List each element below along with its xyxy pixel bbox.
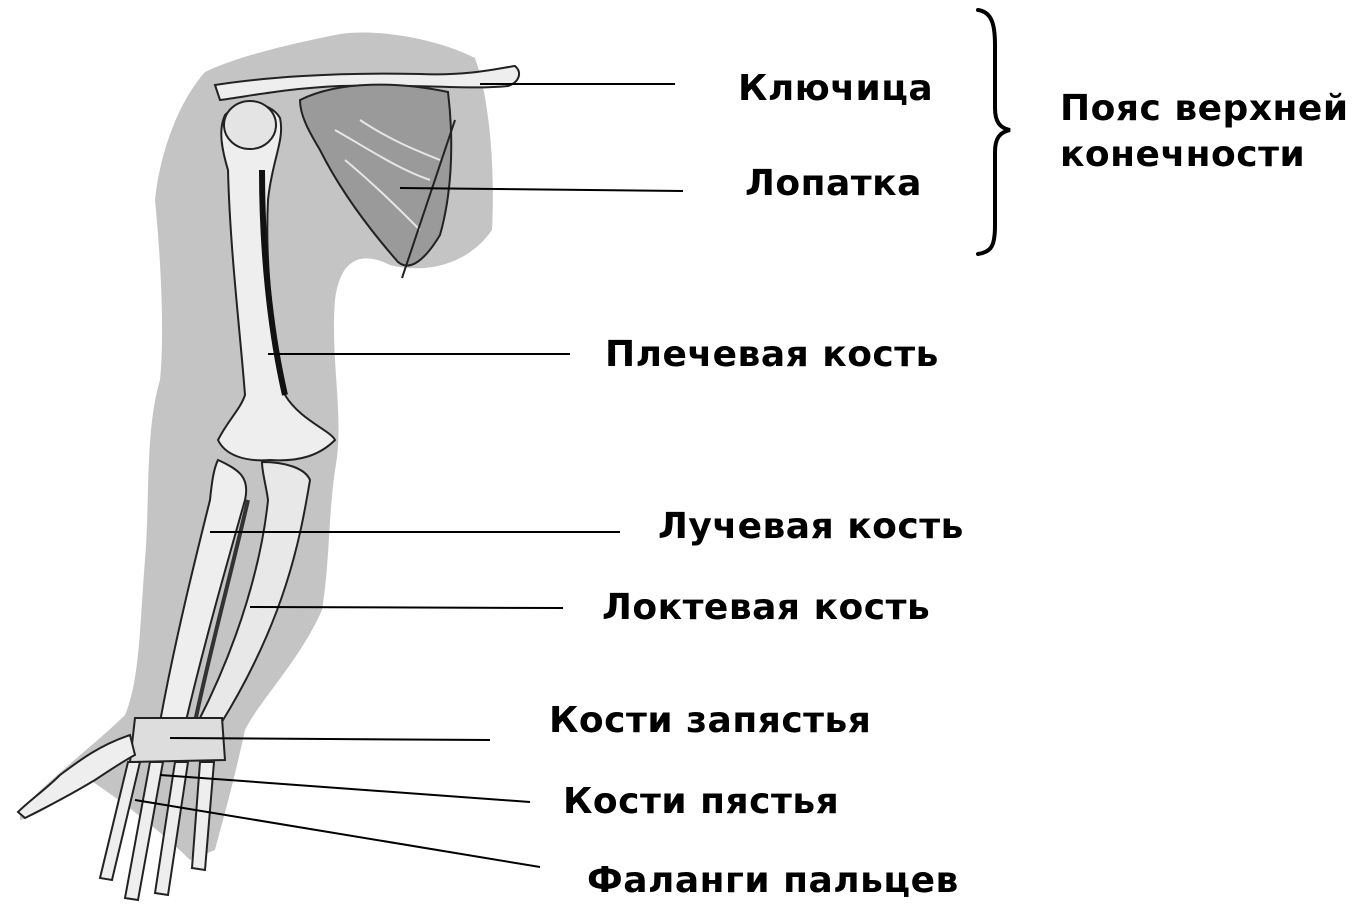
label-clavicle: Ключица <box>738 68 933 109</box>
girdle-brace <box>978 10 1010 254</box>
label-radius: Лучевая кость <box>658 506 964 547</box>
girdle-line-2: конечности <box>1060 132 1349 178</box>
label-upper-limb-girdle: Пояс верхней конечности <box>1060 86 1349 178</box>
label-phalanges: Фаланги пальцев <box>587 860 959 901</box>
label-ulna: Локтевая кость <box>602 587 930 628</box>
leader-ulna <box>250 607 563 608</box>
label-humerus: Плечевая кость <box>605 334 939 375</box>
label-scapula: Лопатка <box>745 163 922 204</box>
carpal-bones <box>130 718 225 762</box>
label-carpus: Кости запястья <box>549 700 871 741</box>
label-metacarpus: Кости пястья <box>563 781 839 822</box>
humerus-head <box>224 101 276 149</box>
girdle-line-1: Пояс верхней <box>1060 86 1349 132</box>
